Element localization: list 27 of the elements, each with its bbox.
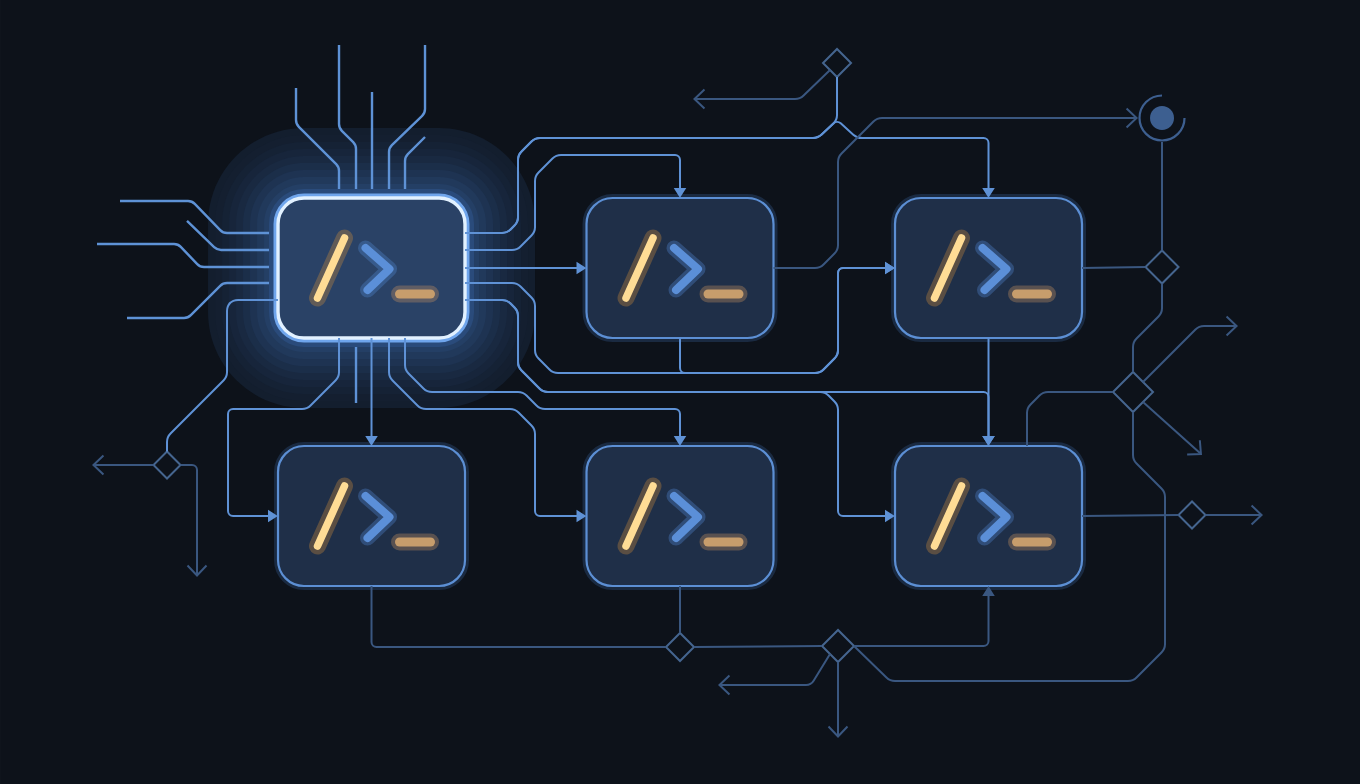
connector-line	[1081, 514, 1180, 517]
arrow	[179, 464, 208, 577]
arrow	[1142, 401, 1202, 456]
arrow	[693, 69, 831, 110]
junction-diamond	[1144, 249, 1180, 285]
arrow	[464, 154, 687, 251]
arrow	[404, 337, 687, 446]
connector-line	[1081, 266, 1147, 269]
arrow	[92, 454, 155, 476]
connector-line	[693, 645, 823, 648]
connector-line	[1161, 141, 1163, 252]
connector-line	[1132, 282, 1163, 373]
connector-line	[1026, 391, 1114, 447]
target-marker	[1138, 94, 1186, 142]
arrow	[827, 661, 849, 738]
connector-line	[464, 76, 838, 234]
arrow	[1142, 315, 1238, 383]
arrow	[718, 653, 831, 696]
junction-diamond	[1177, 500, 1207, 530]
connector-line	[679, 585, 681, 634]
arrow	[679, 261, 895, 374]
connector-line	[166, 299, 279, 453]
junction-diamond	[152, 450, 182, 480]
arrow	[772, 107, 1138, 269]
connector-line	[853, 411, 1166, 682]
connector-line	[370, 585, 667, 648]
arrow	[1204, 504, 1263, 526]
